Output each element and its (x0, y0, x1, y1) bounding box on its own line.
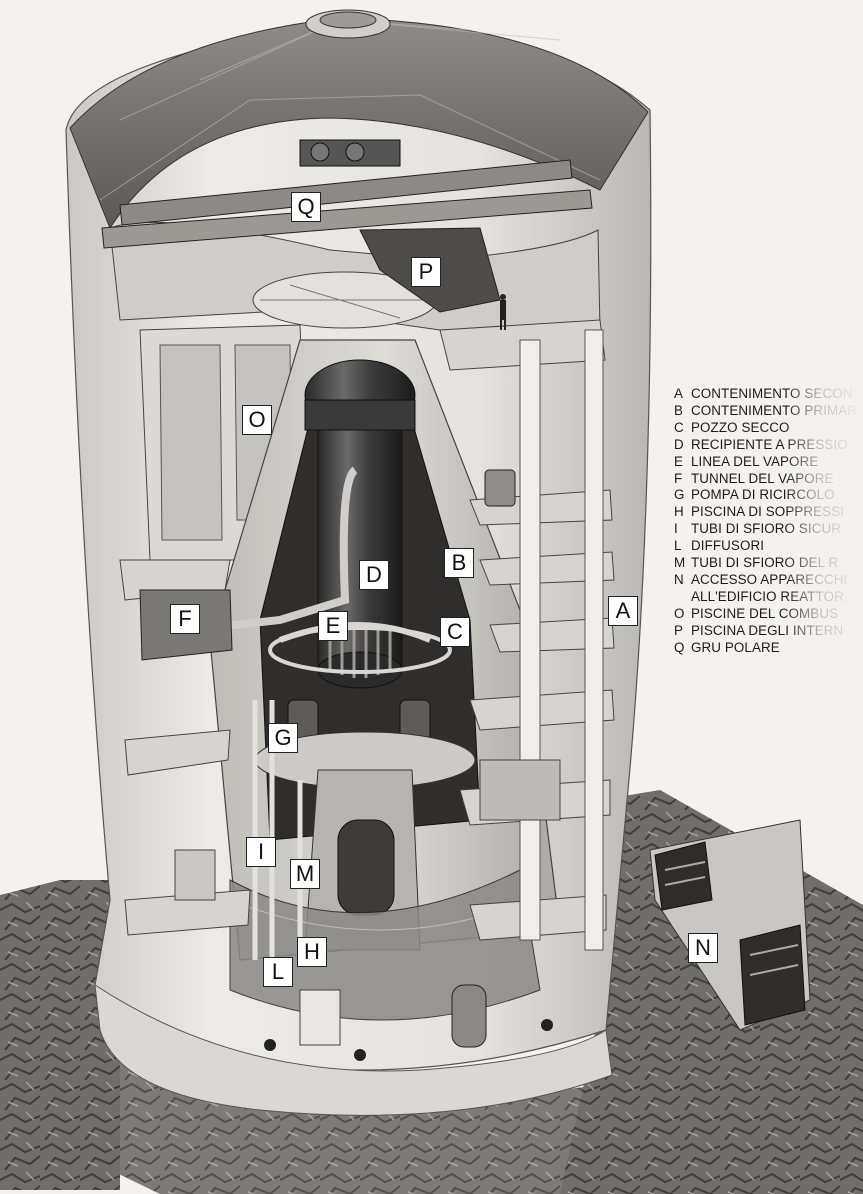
base-tank (451, 984, 487, 1048)
callout-m: M (290, 859, 320, 889)
callout-l: L (263, 957, 293, 987)
callout-d: D (359, 560, 389, 590)
callout-n: N (688, 933, 718, 963)
callout-p: P (411, 257, 441, 287)
right-floor-columns (519, 329, 604, 951)
equipment-access-tunnel (649, 819, 811, 1031)
callout-i: I (246, 837, 276, 867)
dome-roof (69, 17, 649, 230)
callout-q: Q (291, 192, 321, 222)
callout-f: F (170, 604, 200, 634)
callout-b: B (444, 548, 474, 578)
callout-e: E (318, 611, 348, 641)
callout-g: G (268, 723, 298, 753)
legend-page-edge-fade (785, 386, 863, 657)
callout-o: O (242, 405, 272, 435)
polar-crane (101, 139, 593, 249)
callout-h: H (297, 937, 327, 967)
person-figure (500, 294, 506, 330)
base-ring (94, 984, 613, 1116)
callout-c: C (440, 617, 470, 647)
steam-line (189, 466, 358, 634)
callout-a: A (608, 596, 638, 626)
